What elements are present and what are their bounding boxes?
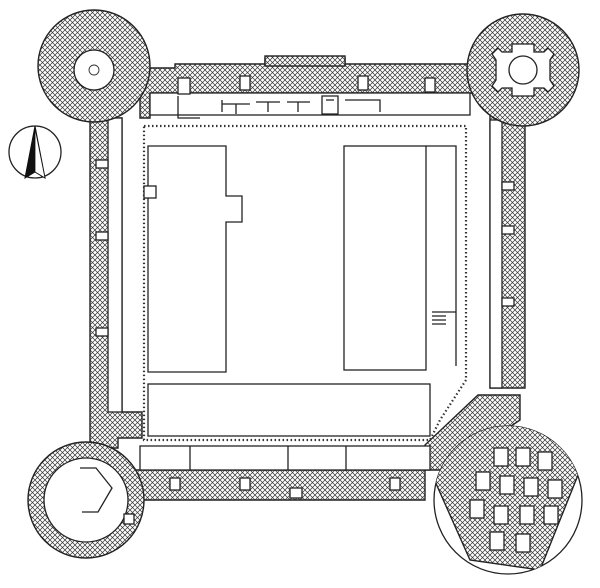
mural-passages <box>107 92 503 471</box>
north-stair-d <box>321 95 339 115</box>
north-stair-c <box>287 101 310 112</box>
south-loop-1 <box>169 477 181 491</box>
tower-se-cells <box>469 447 563 553</box>
se-cell-1 <box>493 447 509 467</box>
south-range <box>147 383 431 437</box>
tower-sw-loop <box>123 513 135 525</box>
se-cell-6 <box>523 477 539 497</box>
se-cell-10 <box>519 505 535 525</box>
east-mural-passage <box>489 119 503 389</box>
north-chamber-2 <box>239 75 251 91</box>
tower-ne-center <box>508 55 538 85</box>
south-mural-passage <box>139 445 431 471</box>
tower-nw <box>37 9 151 123</box>
courtyard <box>142 124 468 442</box>
east-range <box>343 145 427 371</box>
north-stair-b <box>256 101 280 112</box>
tower-sw-stair <box>80 467 113 513</box>
west-loop-2 <box>95 231 109 241</box>
north-arrow-half <box>34 127 46 179</box>
se-cell-9 <box>493 505 509 525</box>
south-chambers <box>169 446 401 499</box>
east-loop-3 <box>501 297 515 307</box>
se-cell-12 <box>489 531 505 551</box>
courtyard-boundary <box>142 124 468 442</box>
se-cell-3 <box>537 451 553 471</box>
se-cell-8 <box>469 499 485 519</box>
north-mural-passage <box>149 92 471 116</box>
inner-buildings <box>143 145 457 437</box>
east-range-annex <box>426 145 457 366</box>
south-loop-3 <box>289 487 303 499</box>
se-cell-4 <box>475 471 491 491</box>
tower-nw-chamber <box>73 49 115 91</box>
north-chamber-4 <box>424 77 436 93</box>
tower-sw-chamber <box>43 457 129 543</box>
west-loop-1 <box>95 159 109 169</box>
east-range-stair <box>432 311 456 325</box>
west-range <box>147 145 243 373</box>
se-cell-5 <box>499 475 515 495</box>
north-passage-ne <box>345 99 381 112</box>
north-passage-nw <box>177 96 200 119</box>
se-cell-7 <box>547 479 563 499</box>
north-arrow <box>8 125 62 180</box>
tower-ne <box>466 13 580 127</box>
se-cell-2 <box>515 447 531 467</box>
south-chamber-walls <box>189 446 347 470</box>
west-loop-3 <box>95 327 109 337</box>
west-mural-passage <box>107 117 123 413</box>
se-cell-11 <box>543 505 559 525</box>
tower-se <box>433 425 583 575</box>
wall-loops <box>95 159 515 337</box>
east-loop-1 <box>501 181 515 191</box>
north-chamber-3 <box>357 75 369 91</box>
north-gate-block <box>264 55 346 67</box>
tower-nw-well <box>88 64 100 76</box>
tower-sw <box>27 441 145 559</box>
west-range-porch <box>143 185 157 199</box>
south-loop-4 <box>389 477 401 491</box>
east-loop-2 <box>501 225 515 235</box>
north-chamber-1 <box>177 77 191 95</box>
se-cell-13 <box>515 533 531 553</box>
north-wall-chambers <box>177 75 436 119</box>
south-loop-2 <box>239 477 251 491</box>
north-stair-a <box>221 100 250 114</box>
